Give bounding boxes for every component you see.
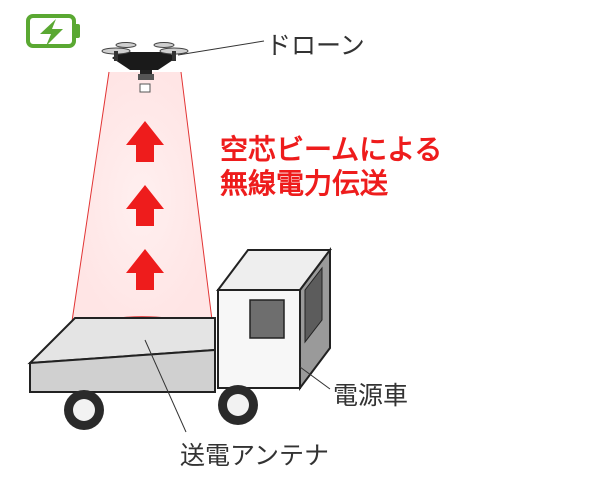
up-arrow-icon [126, 121, 164, 162]
truck-leader-line [299, 366, 331, 390]
up-arrow-icon [126, 249, 164, 290]
power-source-label: 電源車 [333, 381, 409, 410]
drone-label: ドローン [266, 31, 365, 60]
antenna-label: 送電アンテナ [180, 441, 330, 470]
antenna-leader-line [144, 339, 187, 433]
beam-description-line1: 空芯ビームによる [220, 133, 443, 166]
up-arrow-icon [126, 185, 164, 226]
truck-icon [27, 247, 332, 430]
battery-charging-icon [26, 14, 80, 48]
drone-icon [101, 42, 189, 93]
beam-description-line2: 無線電力伝送 [220, 167, 389, 200]
drone-leader-line [177, 40, 265, 56]
